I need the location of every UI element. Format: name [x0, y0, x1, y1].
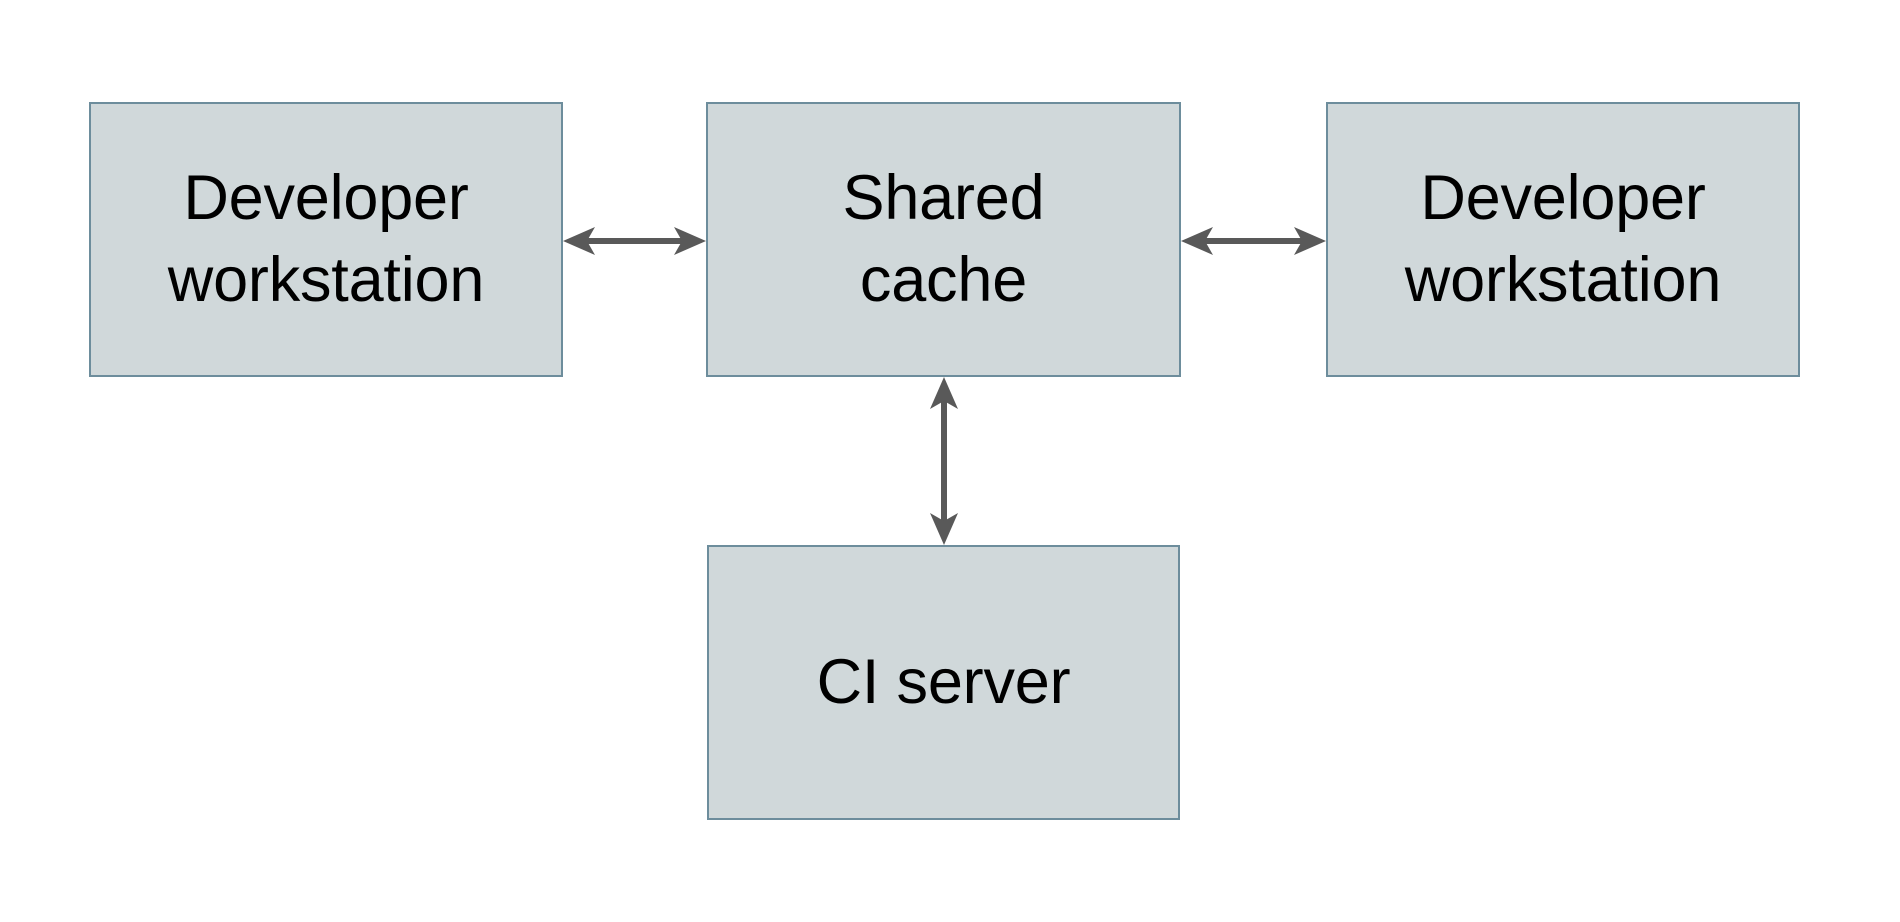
connector-shared-cache-to-ci-server[interactable] [916, 375, 972, 547]
arrowhead-up-icon [930, 377, 958, 409]
arrowhead-right-icon [1294, 227, 1326, 255]
arrowhead-left-icon [1181, 227, 1213, 255]
node-label: CI server [816, 646, 1071, 717]
node-ci-server[interactable]: CI server [707, 545, 1180, 820]
node-shared-cache[interactable]: Shared cache [706, 102, 1181, 377]
arrowhead-down-icon [930, 513, 958, 545]
connector-shared-cache-to-developer-right[interactable] [1179, 213, 1328, 269]
node-label: Developer workstation [167, 162, 485, 315]
arrowhead-left-icon [563, 227, 595, 255]
node-developer-workstation-right[interactable]: Developer workstation [1326, 102, 1800, 377]
node-developer-workstation-left[interactable]: Developer workstation [89, 102, 563, 377]
arrowhead-right-icon [674, 227, 706, 255]
node-label: Shared cache [842, 162, 1045, 315]
node-label: Developer workstation [1404, 162, 1722, 315]
connector-developer-left-to-shared-cache[interactable] [561, 213, 708, 269]
